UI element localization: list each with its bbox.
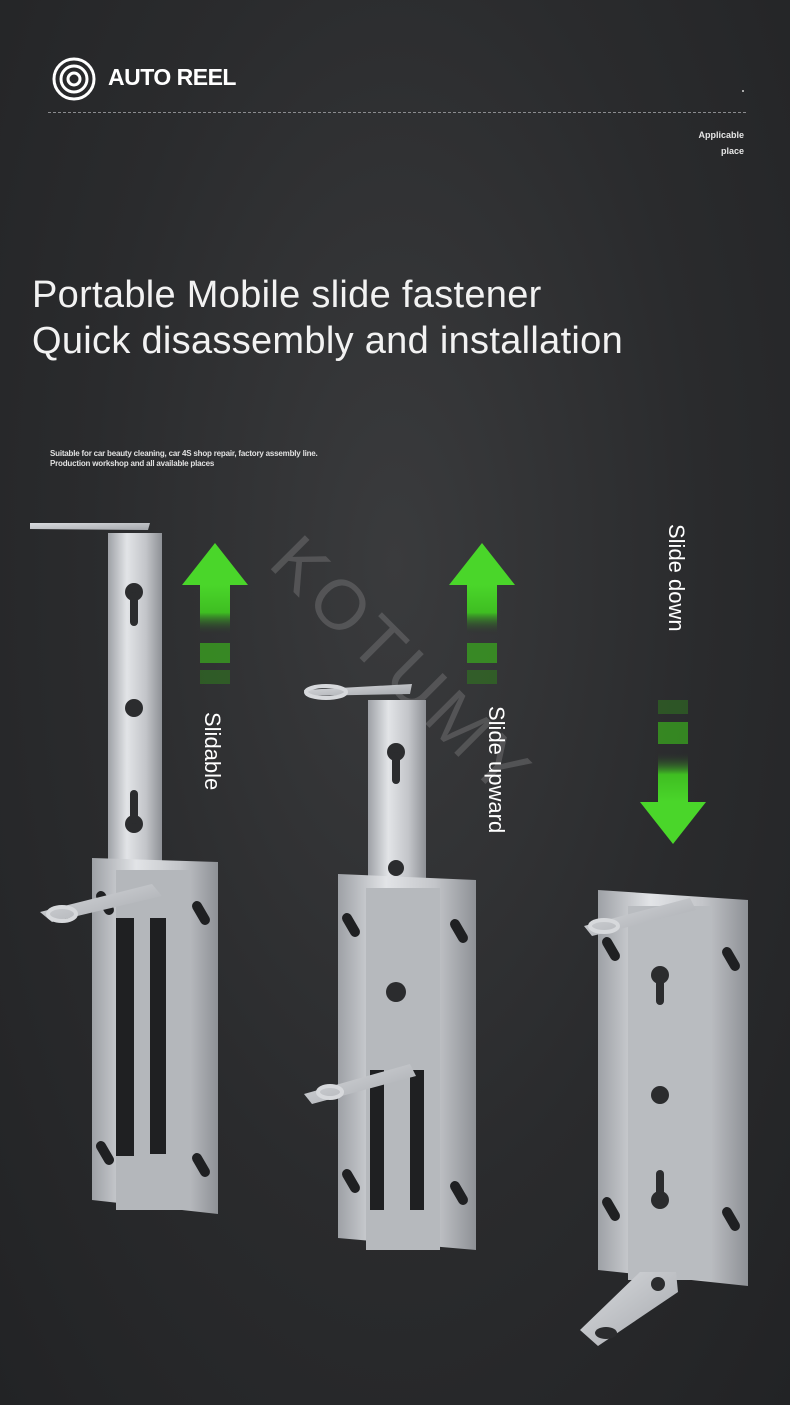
usage-line-1: Suitable for car beauty cleaning, car 4S… [50,449,318,458]
green-arrow-down-icon [640,700,706,844]
bracket-slidable [30,523,218,1214]
label-slide-upward: Slide upward [484,706,509,834]
headline-line-1: Portable Mobile slide fastener [32,274,542,316]
headline-line-2: Quick disassembly and installation [32,320,624,362]
applicable-line-1: Applicable [698,130,744,140]
label-slidable: Slidable [200,712,225,791]
header-dot [742,90,744,92]
label-slide-down: Slide down [664,524,689,632]
applicable-line-2: place [720,146,744,156]
brand-name: AUTO REEL [108,64,236,90]
header-divider [48,112,746,113]
green-arrow-up-icon [449,543,515,684]
headline: Portable Mobile slide fastener Quick dis… [32,272,623,364]
usage-description: Suitable for car beauty cleaning, car 4S… [50,449,318,469]
green-arrow-up-icon [182,543,248,684]
applicable-place-label: Applicable place [698,127,744,159]
bracket-slide-down [580,890,748,1346]
usage-line-2: Production workshop and all available pl… [50,459,215,468]
reel-logo-icon [52,57,96,101]
bracket-slide-upward [304,684,476,1250]
